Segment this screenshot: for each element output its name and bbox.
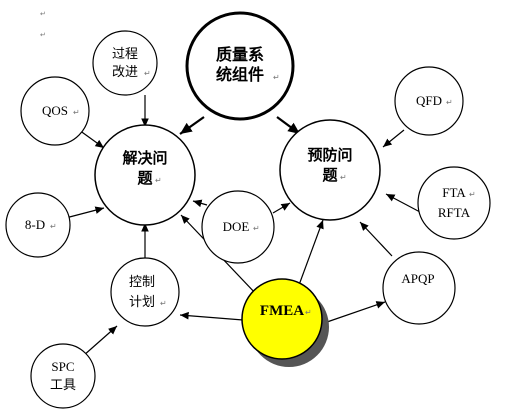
node-8d: 8-D ↵: [5, 192, 71, 258]
node-prevent-problem: 预防问 题 ↵: [279, 119, 381, 221]
node-spc-tools-line2: 工具: [50, 377, 76, 392]
node-fmea-label: FMEA: [260, 303, 304, 319]
node-fmea: FMEA ↵: [241, 278, 329, 367]
edge-fmea-to-prevent: [298, 219, 324, 286]
return-mark: ↵: [73, 108, 80, 117]
node-prevent-problem-line2: 题: [322, 167, 338, 184]
node-process-improvement-line2: 改进: [112, 64, 138, 79]
edge-fta-to-prevent: [385, 193, 421, 213]
node-spc-tools: SPC 工具: [30, 343, 96, 409]
node-prevent-problem-line1: 预防问: [307, 146, 352, 164]
node-doe-label: DOE: [223, 219, 250, 234]
node-fta: FTA RFTA ↵: [417, 166, 491, 240]
return-mark: ↵: [253, 224, 260, 233]
return-mark: ↵: [155, 176, 162, 185]
paragraph-mark-2: ↵: [40, 31, 46, 39]
return-mark: ↵: [305, 308, 312, 317]
node-fmea-circle: [241, 278, 323, 360]
edge-system-to-prevent: [276, 116, 301, 135]
node-fta-line2: RFTA: [438, 205, 471, 220]
edge-fmea-to-apqp: [326, 301, 386, 323]
node-control-plan-line1: 控制: [129, 274, 155, 289]
node-solve-problem-line1: 解决问: [122, 149, 167, 167]
return-mark: ↵: [469, 190, 476, 199]
node-quality-system-line2: 统组件: [216, 65, 264, 84]
return-mark: ↵: [144, 69, 151, 78]
edge-system-to-solve: [179, 116, 205, 135]
node-apqp: APQP: [382, 251, 456, 325]
node-quality-system: 质量系 统组件 ↵: [185, 11, 295, 121]
edge-qfd-to-prevent: [382, 129, 405, 148]
node-fta-line1: FTA: [442, 185, 466, 200]
edge-apqp-to-prevent: [359, 221, 393, 257]
edge-fmea-to-control: [179, 311, 244, 321]
node-solve-problem: 解决问 题 ↵: [94, 124, 196, 226]
node-control-plan: 控制 计划 ↵: [110, 257, 180, 327]
node-process-improvement-line1: 过程: [112, 46, 138, 61]
paragraph-mark-1: ↵: [40, 10, 46, 18]
node-qfd-label: QFD: [416, 93, 442, 108]
node-process-improvement: 过程 改进 ↵: [92, 30, 158, 96]
node-quality-system-line1: 质量系: [216, 45, 264, 64]
node-qfd: QFD ↵: [394, 66, 464, 136]
node-solve-problem-line2: 题: [137, 170, 153, 187]
node-qos: QOS ↵: [20, 76, 90, 146]
return-mark: ↵: [160, 299, 167, 308]
node-8d-label: 8-D: [25, 217, 45, 232]
edge-qos-to-solve: [78, 129, 105, 149]
node-doe: DOE ↵: [201, 190, 275, 264]
return-mark: ↵: [273, 73, 280, 82]
node-spc-tools-line1: SPC: [51, 359, 74, 374]
node-apqp-label: APQP: [401, 271, 434, 286]
return-mark: ↵: [340, 173, 347, 182]
node-qos-label: QOS: [42, 103, 68, 118]
return-mark: ↵: [50, 222, 57, 231]
edge-spc-to-control: [82, 325, 118, 357]
node-control-plan-line2: 计划: [129, 294, 155, 309]
return-mark: ↵: [446, 98, 453, 107]
edge-doe-to-solve: [192, 199, 208, 208]
edge-doe-to-prevent: [272, 202, 291, 214]
